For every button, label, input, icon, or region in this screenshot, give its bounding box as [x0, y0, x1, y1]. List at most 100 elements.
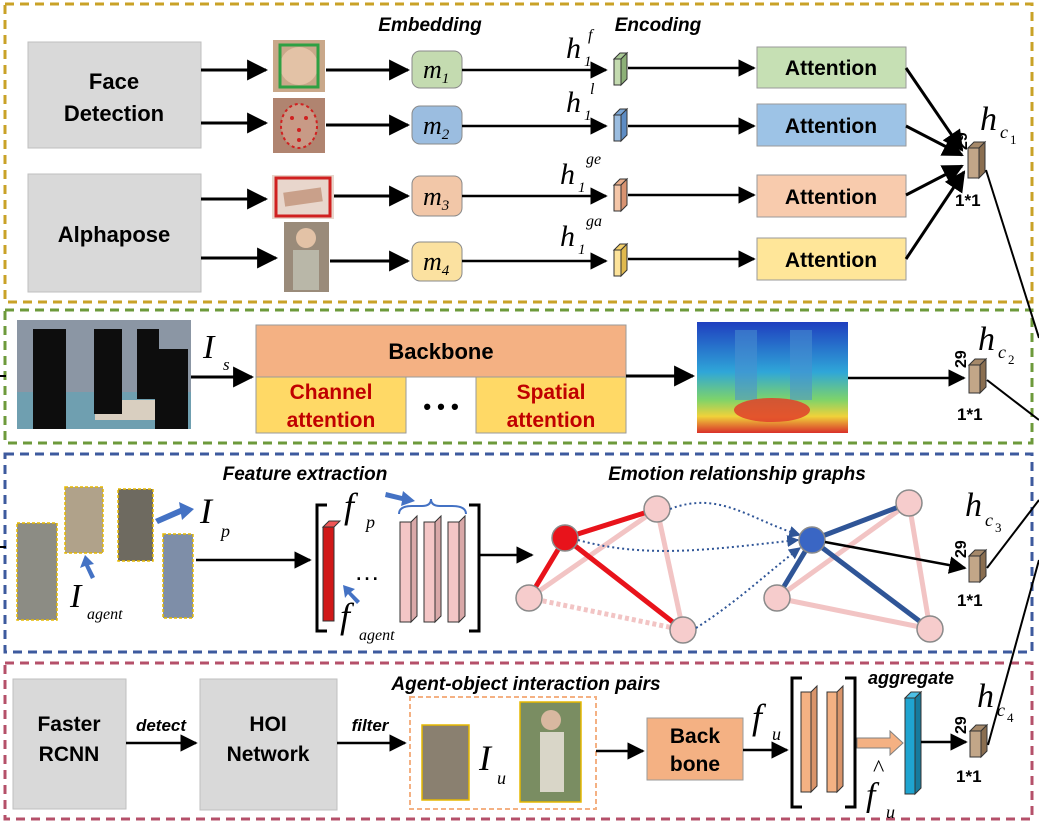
svg-text:ge: ge — [586, 151, 601, 168]
svg-text:1: 1 — [584, 108, 592, 124]
output-hc1: 29 h c 1 1*1 — [954, 101, 1017, 210]
svg-text:1: 1 — [578, 180, 586, 196]
svg-text:c: c — [998, 342, 1006, 362]
svg-text:1*1: 1*1 — [957, 591, 983, 610]
face-landmark-thumbnail — [273, 98, 325, 153]
svg-text:m3: m3 — [423, 182, 449, 214]
svg-text:3: 3 — [995, 520, 1002, 535]
svg-text:f: f — [588, 27, 595, 44]
svg-text:I: I — [199, 491, 214, 531]
svg-text:f: f — [340, 596, 355, 636]
aggregate-arrow — [856, 729, 904, 757]
emotion-graph-left — [515, 495, 697, 644]
backbone-box: Backbone — [255, 324, 627, 378]
feature-cube-l — [612, 107, 629, 143]
fu-hat-vector — [903, 690, 923, 796]
svg-text:c: c — [985, 510, 993, 530]
attention-box-4: Attention — [756, 237, 907, 281]
module-m2: m2 — [411, 105, 463, 145]
svg-text:m4: m4 — [423, 247, 450, 279]
face-detection-box: Face Detection — [27, 41, 202, 149]
svg-text:^: ^ — [873, 756, 884, 782]
panel-1-frame — [3, 2, 1034, 304]
svg-text:I: I — [69, 578, 83, 615]
svg-text:agent: agent — [87, 606, 123, 623]
feature-cube-ga — [612, 242, 629, 278]
panel-4-frame — [3, 661, 1034, 821]
heading-agent-object-pairs: Agent-object interaction pairs — [390, 674, 660, 695]
alphapose-box: Alphapose — [27, 173, 202, 293]
back-bone-box: Back bone — [646, 717, 744, 781]
iagent-arrow — [80, 555, 95, 579]
ellipsis: • • • — [423, 394, 458, 419]
svg-text:Attention: Attention — [785, 249, 877, 272]
connector-hc3 — [986, 499, 1039, 569]
feature-stack — [315, 498, 481, 633]
feature-cube-f — [612, 51, 629, 87]
svg-text:l: l — [590, 81, 595, 98]
connector-hc4 — [987, 559, 1039, 746]
h1-ga-label: h 1 ga — [560, 213, 602, 258]
module-m1: m1 — [411, 50, 463, 89]
h1-l-label: h 1 l — [566, 81, 595, 124]
emotion-graph-right — [763, 489, 944, 643]
svg-text:f: f — [752, 697, 767, 737]
fu-feature-stack — [790, 676, 857, 809]
svg-text:1*1: 1*1 — [957, 405, 983, 424]
svg-text:h: h — [560, 220, 575, 253]
aggregate-label: aggregate — [868, 668, 954, 688]
svg-text:I: I — [202, 329, 216, 366]
face-thumbnail-1 — [273, 40, 325, 92]
svg-text:29: 29 — [953, 350, 970, 368]
svg-text:Channel: Channel — [290, 381, 373, 404]
svg-text:h: h — [965, 487, 982, 524]
connector-hc1 — [985, 169, 1039, 339]
svg-text:c: c — [1000, 122, 1008, 142]
module-m3: m3 — [411, 175, 463, 217]
svg-text:p: p — [219, 521, 230, 541]
svg-text:u: u — [497, 768, 506, 788]
svg-text:Network: Network — [227, 743, 310, 766]
svg-text:Attention: Attention — [785, 115, 877, 138]
svg-text:Back: Back — [670, 725, 721, 748]
output-hc4: 29 h c 4 1*1 — [953, 678, 1014, 786]
ip-label: I p — [199, 491, 230, 541]
attention-box-3: Attention — [756, 174, 907, 218]
svg-text:u: u — [772, 724, 781, 744]
interaction-pairs-frame — [409, 696, 597, 810]
feature-cube-ge — [612, 177, 629, 213]
svg-text:Attention: Attention — [785, 186, 877, 209]
scene-image — [17, 320, 191, 429]
output-hc3: 29 h c 3 1*1 — [953, 487, 1002, 610]
svg-text:1: 1 — [578, 242, 586, 258]
svg-text:RCNN: RCNN — [39, 743, 100, 766]
filter-label: filter — [352, 716, 390, 735]
iagent-label: I agent — [69, 578, 123, 623]
svg-text:h: h — [566, 32, 581, 65]
svg-text:bone: bone — [670, 753, 720, 776]
svg-text:Spatial: Spatial — [517, 381, 586, 404]
svg-text:Faster: Faster — [37, 713, 100, 736]
spatial-attention-box: Spatial attention — [475, 376, 627, 434]
fp-label: f p — [344, 486, 375, 532]
hand-gesture-thumbnail — [272, 175, 334, 219]
h1-f-label: h 1 f — [566, 27, 595, 70]
attention-heatmap — [697, 322, 848, 433]
hoi-network-box: HOI Network — [199, 678, 338, 811]
svg-text:HOI: HOI — [249, 713, 286, 736]
svg-text:attention: attention — [287, 409, 376, 432]
svg-text:ga: ga — [586, 213, 602, 230]
svg-text:f: f — [344, 486, 359, 526]
svg-text:agent: agent — [359, 627, 395, 644]
svg-text:Detection: Detection — [64, 101, 164, 126]
svg-text:m1: m1 — [423, 55, 449, 87]
heading-encoding: Encoding — [615, 15, 702, 36]
ip-arrow — [155, 502, 194, 524]
body-thumbnail — [284, 222, 329, 292]
svg-text:Backbone: Backbone — [388, 339, 493, 364]
svg-text:Attention: Attention — [785, 57, 877, 80]
fu-label: f u — [752, 697, 781, 744]
fp-arrow — [385, 491, 415, 506]
